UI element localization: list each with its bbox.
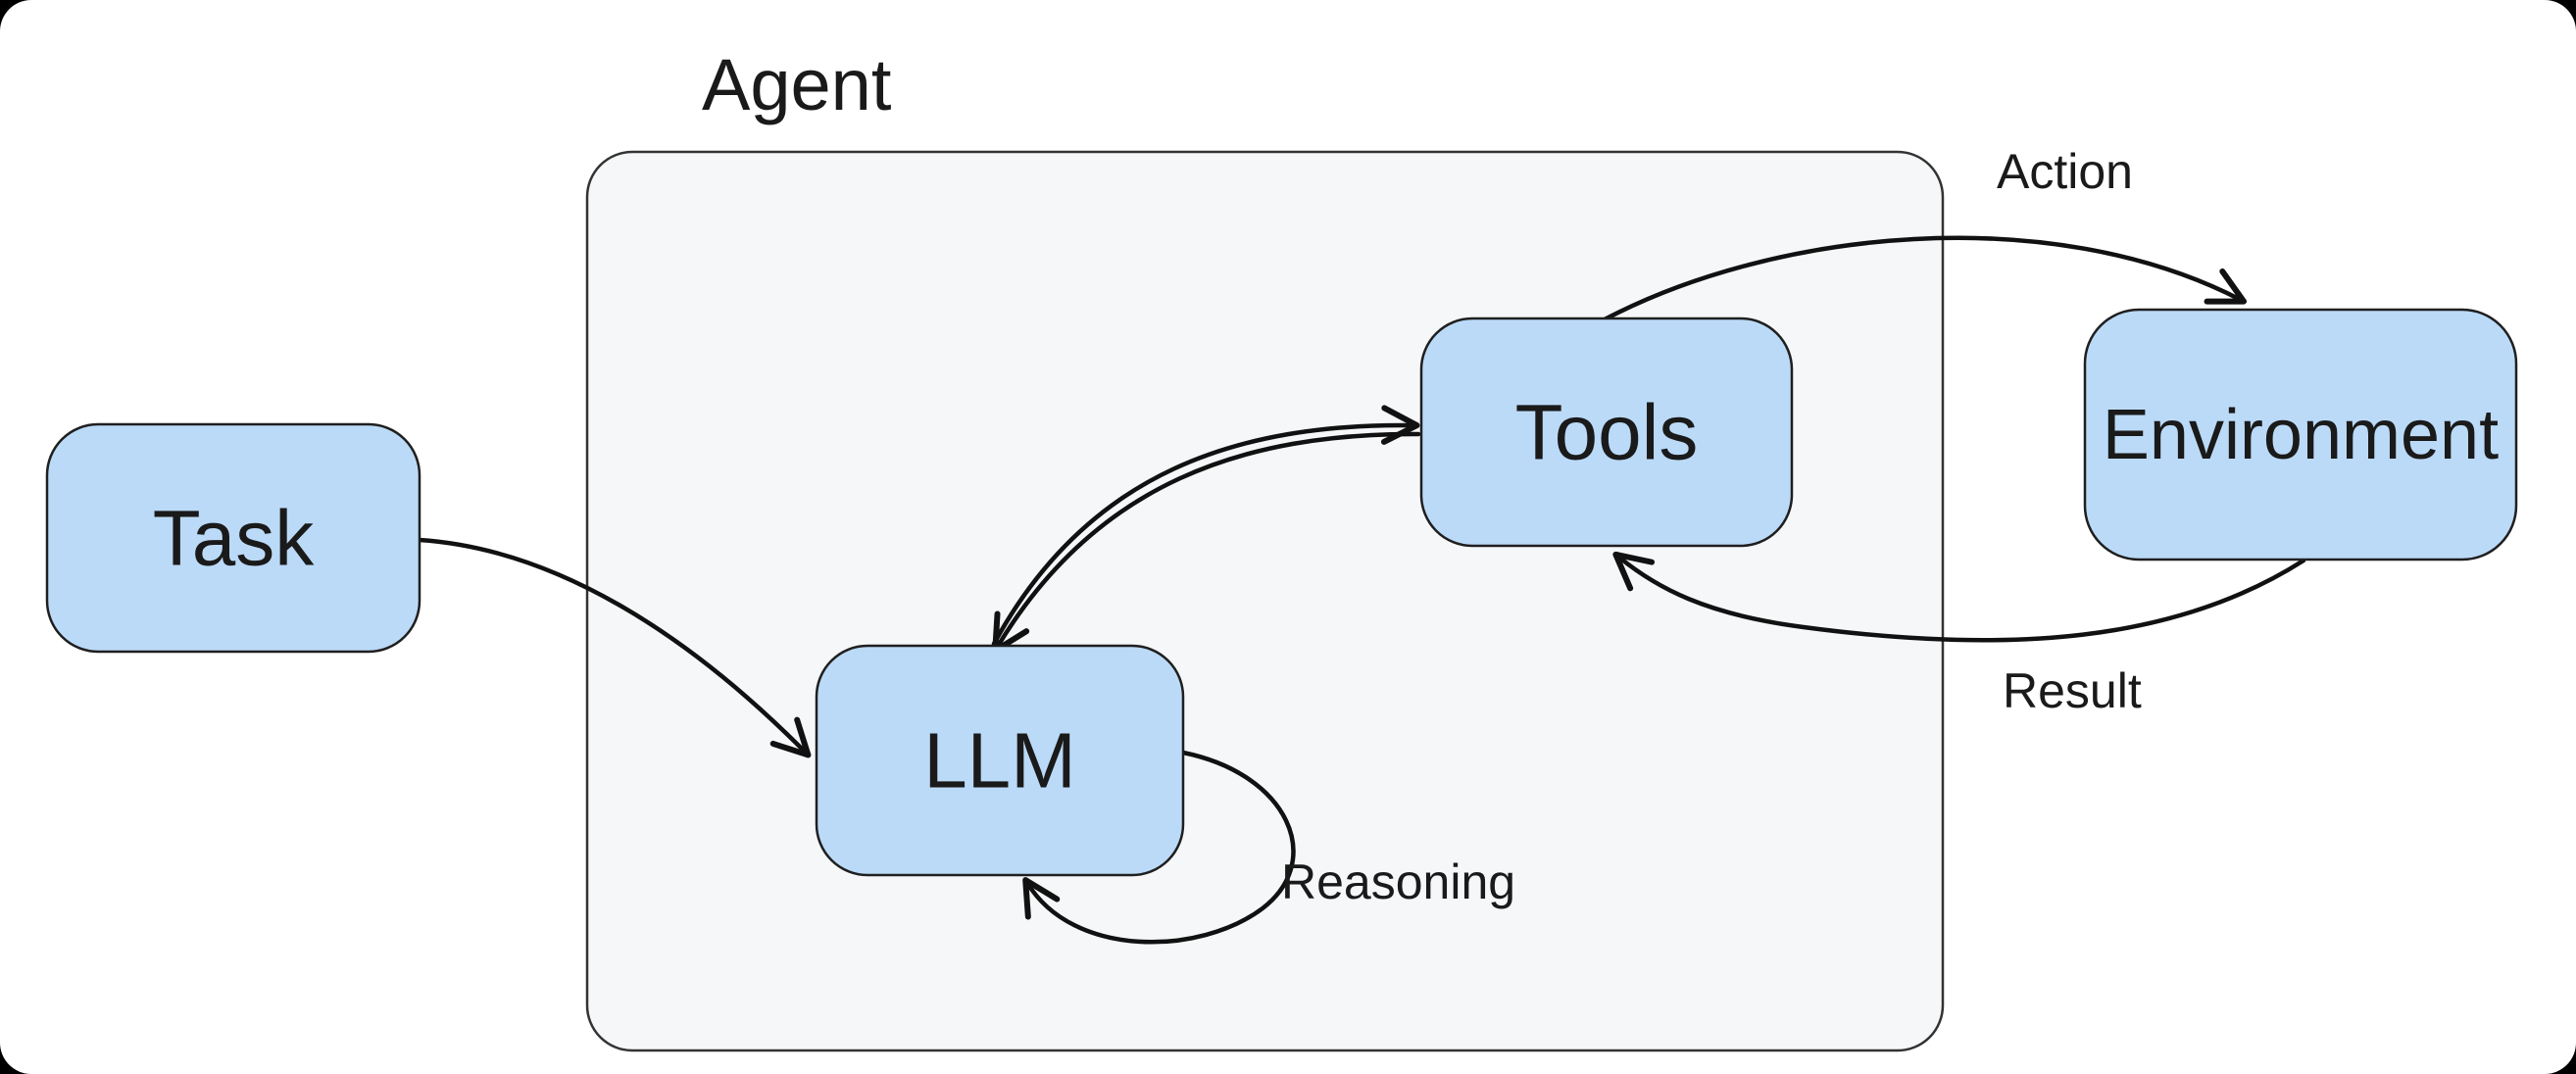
- edge-action-tools-to-environment: [1602, 235, 2248, 322]
- agent-container-label: Agent: [702, 44, 892, 125]
- edge-task-to-llm: [417, 537, 812, 758]
- agent-container: [585, 150, 1945, 1052]
- action-edge-label: Action: [1997, 144, 2133, 199]
- edge-reasoning-self-loop: [1022, 750, 1296, 945]
- reasoning-edge-label: Reasoning: [1281, 854, 1515, 909]
- environment-node-box: [2083, 308, 2518, 561]
- llm-node-label: LLM: [923, 717, 1076, 805]
- edge-llm-to-tools: [991, 405, 1420, 647]
- edge-result-environment-to-tools: [1612, 551, 2306, 643]
- task-node: Task: [45, 422, 421, 654]
- task-node-box: [45, 422, 421, 654]
- environment-node-label: Environment: [2103, 396, 2499, 474]
- tools-node-label: Tools: [1515, 389, 1699, 476]
- edge-tools-to-llm: [992, 431, 1421, 654]
- result-edge-label: Result: [2003, 663, 2142, 718]
- tools-node-box: [1419, 317, 1794, 548]
- environment-node: Environment: [2083, 308, 2518, 561]
- llm-node-box: [815, 644, 1185, 877]
- task-node-label: Task: [153, 495, 315, 582]
- tools-node: Tools: [1419, 317, 1794, 548]
- llm-node: LLM: [815, 644, 1185, 877]
